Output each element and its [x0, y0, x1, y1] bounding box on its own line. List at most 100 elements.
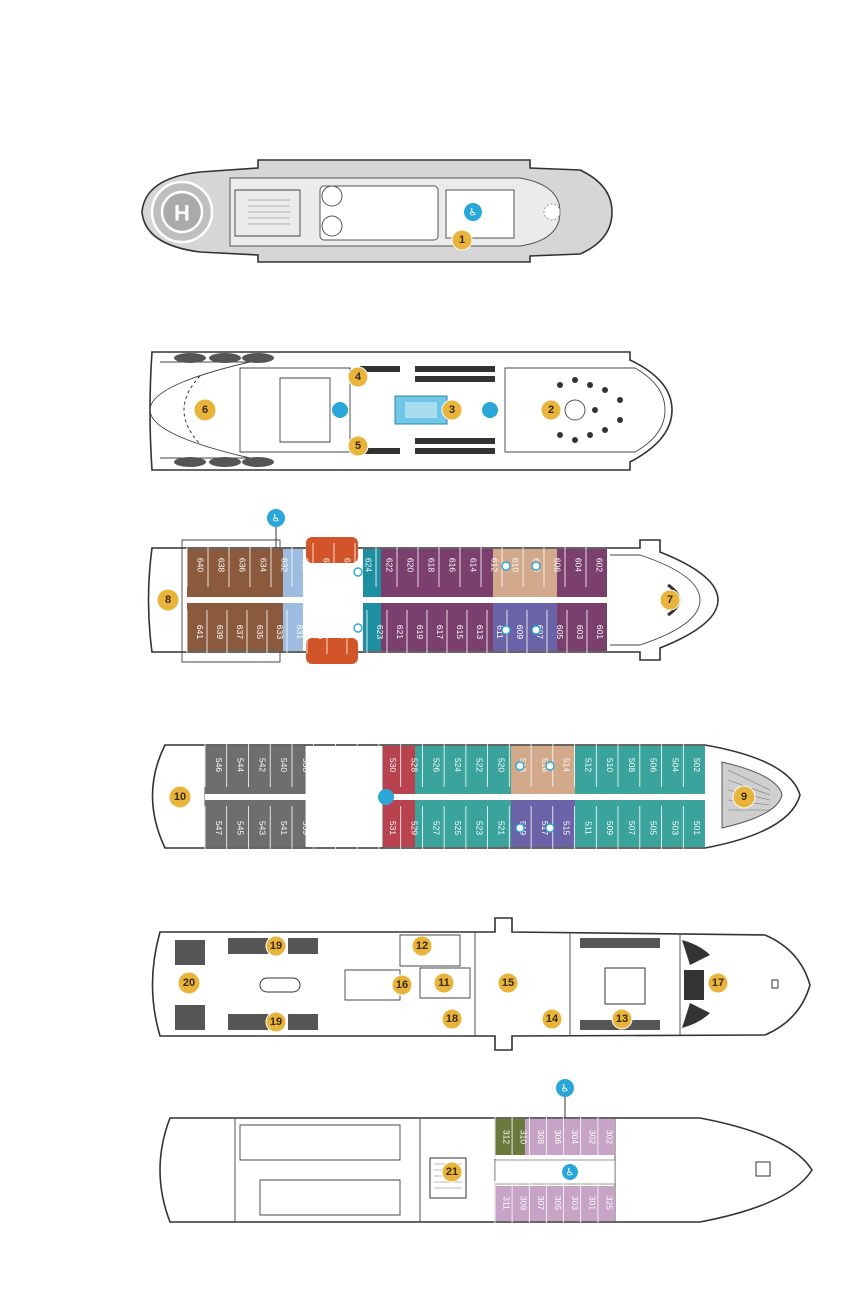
cabin-number: 605	[555, 625, 565, 639]
deck-5-badge: 19	[265, 935, 287, 957]
deck-5-badge: 16	[391, 974, 413, 996]
cabin-number: 613	[475, 625, 485, 639]
cabin-number: 533	[366, 821, 376, 835]
deck-6-badge: 21	[441, 1161, 463, 1183]
cabin-number: 539	[301, 821, 311, 835]
cabin-number: 303	[570, 1196, 580, 1210]
cabin-number: 636	[238, 558, 248, 572]
deck-5-badge: 12	[411, 935, 433, 957]
cabin-number: 545	[236, 821, 246, 835]
cabin-number: 546	[214, 758, 224, 772]
cabin-number: 310	[519, 1130, 529, 1144]
cabin-number: 537	[323, 821, 333, 835]
cabin-number: 521	[497, 821, 507, 835]
cabin-number: 523	[475, 821, 485, 835]
cabin-number: 505	[649, 821, 659, 835]
cabin-number: 540	[279, 758, 289, 772]
deck-2-badge: 6	[193, 398, 217, 422]
cabin-number: 312	[502, 1130, 512, 1144]
cabin-number: 304	[570, 1130, 580, 1144]
cabin-number: 635	[255, 625, 265, 639]
svg-text:3: 3	[449, 404, 455, 416]
cabin-number: 522	[475, 758, 485, 772]
svg-text:1: 1	[459, 234, 465, 246]
svg-text:5: 5	[355, 440, 361, 452]
svg-text:10: 10	[174, 791, 186, 803]
deck-2-badge: 2	[540, 399, 562, 421]
cabin-number: 641	[195, 625, 205, 639]
cabin-number: 623	[375, 625, 385, 639]
cabin-number: 544	[236, 758, 246, 772]
cabin-number: 512	[583, 758, 593, 772]
svg-text:11: 11	[438, 977, 450, 989]
cabin-number: 615	[455, 625, 465, 639]
cabin-number: 629	[315, 625, 325, 639]
deck-5-badge: 15	[497, 972, 519, 994]
deck-3-badge: 8	[156, 588, 180, 612]
wheelchair-icon: ♿	[267, 509, 285, 527]
cabin-number: 528	[410, 758, 420, 772]
cabin-number: 517	[540, 821, 550, 835]
cabin-number: 627	[335, 625, 345, 639]
cabin-number: 507	[627, 821, 637, 835]
deck-2: 2 3 4 5 6	[149, 351, 673, 471]
cabin-number: 602	[595, 558, 605, 572]
svg-text:♿: ♿	[561, 1084, 570, 1095]
cabin-number: 639	[215, 625, 225, 639]
deck-5: 11 12 13 14 15 16 17 18 19 19 20	[151, 917, 811, 1051]
helipad-icon: H	[174, 201, 190, 226]
cabin-number: 536	[323, 758, 333, 772]
cabin-number: 510	[605, 758, 615, 772]
svg-text:18: 18	[446, 1013, 458, 1025]
cabin-number: 616	[448, 558, 458, 572]
svg-text:9: 9	[741, 791, 747, 803]
cabin-number: 302	[604, 1130, 614, 1144]
svg-text:4: 4	[355, 371, 362, 383]
cabin-number: 601	[595, 625, 605, 639]
cabin-number: 630	[301, 558, 311, 572]
cabin-number: 525	[453, 821, 463, 835]
cabin-number: 614	[469, 558, 479, 572]
cabin-number: 307	[536, 1196, 546, 1210]
svg-text:17: 17	[712, 977, 724, 989]
wheelchair-icon: ♿	[562, 1164, 578, 1180]
cabin-number: 501	[692, 821, 702, 835]
svg-text:16: 16	[396, 979, 408, 991]
cabin-number: 509	[605, 821, 615, 835]
cabin-number: 305	[553, 1196, 563, 1210]
svg-text:12: 12	[416, 940, 428, 952]
svg-text:19: 19	[270, 940, 282, 952]
cabin-number: 543	[257, 821, 267, 835]
cabin-number: 617	[435, 625, 445, 639]
cabin-number: 506	[649, 758, 659, 772]
cabin-number: 633	[275, 625, 285, 639]
deck-5-badge: 13	[611, 1008, 633, 1030]
cabin-number: 309	[519, 1196, 529, 1210]
cabin-number: 530	[388, 758, 398, 772]
deck-5-badge: 11	[433, 972, 455, 994]
elevator-icon	[482, 402, 498, 418]
cabin-number: 609	[515, 625, 525, 639]
svg-text:19: 19	[270, 1016, 282, 1028]
cabin-number: 638	[217, 558, 227, 572]
svg-text:♿: ♿	[272, 514, 281, 525]
cabin-number: 511	[583, 821, 593, 835]
cabin-number: 631	[295, 625, 305, 639]
cabin-number: 628	[322, 558, 332, 572]
cabin-number: 541	[279, 821, 289, 835]
svg-text:♿: ♿	[566, 1168, 575, 1179]
deck-5-badge: 14	[541, 1008, 563, 1030]
cabin-number: 311	[502, 1196, 512, 1210]
cabin-number: 610	[511, 558, 521, 572]
cabin-number: 622	[385, 558, 395, 572]
cabin-number: 618	[427, 558, 437, 572]
cabin-number: 308	[536, 1130, 546, 1144]
cabin-number: 502	[692, 758, 702, 772]
svg-text:8: 8	[165, 594, 171, 606]
deck-4-badge: 10	[168, 785, 192, 809]
cabin-number: 532	[366, 758, 376, 772]
svg-text:15: 15	[502, 977, 514, 989]
cabin-number: 624	[364, 558, 374, 572]
